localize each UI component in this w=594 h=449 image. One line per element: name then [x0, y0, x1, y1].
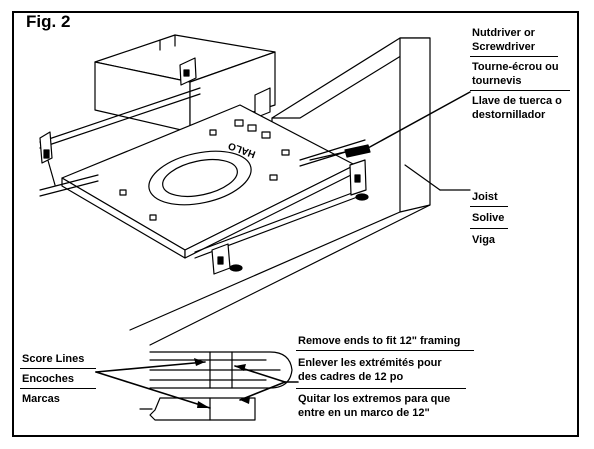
- arrow-heads: [194, 358, 250, 408]
- remove-label-en: Remove ends to fit 12" framing: [298, 335, 461, 347]
- corner-brackets: [39, 57, 369, 275]
- joist-divider-2: [470, 228, 508, 229]
- joist: [129, 37, 431, 346]
- remove-label-es-2: entre en un marco de 12": [298, 407, 430, 419]
- remove-divider-1: [296, 350, 474, 351]
- tool-label-fr-2: tournevis: [472, 75, 522, 87]
- remove-divider-2: [296, 388, 466, 389]
- score-divider-1: [20, 368, 96, 369]
- mounting-plate: [61, 104, 356, 259]
- remove-label-es-1: Quitar los extremos para que: [298, 393, 451, 405]
- score-label-fr: Encoches: [22, 373, 74, 385]
- figure-frame: [12, 11, 579, 437]
- joist-label-es: Viga: [472, 234, 496, 246]
- joist-label-fr: Solive: [472, 212, 505, 224]
- tool-label-es-2: destornillador: [472, 109, 546, 121]
- screwdriver-tool: [309, 91, 471, 161]
- tool-label-fr-1: Tourne-écrou ou: [472, 61, 559, 73]
- tool-label-en-2: Screwdriver: [472, 41, 535, 53]
- score-label-es: Marcas: [22, 393, 60, 405]
- score-label-en: Score Lines: [22, 353, 85, 365]
- housing-box: [94, 34, 276, 133]
- tool-label-en-1: Nutdriver or: [472, 27, 535, 39]
- hanger-bar-detail: [139, 351, 293, 421]
- tool-label-es-1: Llave de tuerca o: [472, 95, 562, 107]
- score-divider-2: [20, 388, 96, 389]
- leader-lines: [404, 91, 471, 191]
- remove-label-fr-1: Enlever les extrémités pour: [298, 357, 442, 369]
- figure-title: Fig. 2: [26, 12, 71, 31]
- joist-divider-1: [470, 206, 508, 207]
- joist-label-en: Joist: [472, 191, 498, 203]
- tool-divider-2: [470, 90, 570, 91]
- tool-divider-1: [470, 56, 558, 57]
- remove-label-fr-2: des cadres de 12 po: [298, 371, 404, 383]
